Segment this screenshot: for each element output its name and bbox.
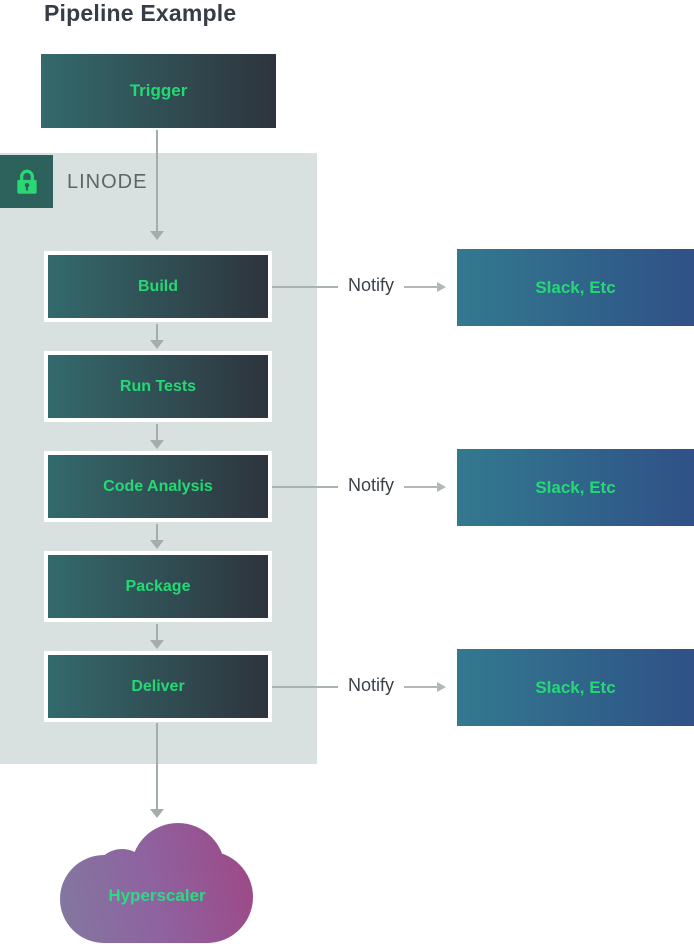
slack-label: Slack, Etc: [535, 677, 616, 697]
step-label: Deliver: [131, 677, 185, 695]
notify-connector-line: [272, 686, 338, 688]
notify-label: Notify: [347, 475, 394, 495]
page-title: Pipeline Example: [44, 0, 237, 26]
lock-badge: [0, 155, 53, 208]
step-node-code-analysis: Code Analysis: [44, 451, 272, 522]
notify-label: Notify: [347, 275, 394, 295]
arrow-deliver-to-hyperscaler: [150, 723, 164, 818]
arrow-build-to-run-tests: [150, 324, 164, 349]
notify-label: Notify: [347, 675, 394, 695]
slack-node-1: Slack, Etc: [457, 249, 694, 326]
step-node-run-tests: Run Tests: [44, 351, 272, 422]
lock-icon: [16, 169, 37, 194]
step-node-deliver: Deliver: [44, 651, 272, 722]
hyperscaler-label: Hyperscaler: [108, 886, 206, 905]
notify-connector-line: [272, 486, 338, 488]
arrow-trigger-to-build: [150, 130, 164, 240]
step-label: Package: [125, 577, 191, 595]
notify-arrow-icon: [404, 282, 446, 292]
notify-arrow-icon: [404, 682, 446, 692]
notify-arrow-icon: [404, 482, 446, 492]
trigger-node: Trigger: [41, 54, 276, 128]
step-label: Code Analysis: [103, 477, 213, 495]
arrow-code-analysis-to-package: [150, 524, 164, 549]
slack-label: Slack, Etc: [535, 477, 616, 497]
trigger-label: Trigger: [129, 81, 188, 100]
linode-label: LINODE: [67, 171, 148, 193]
slack-label: Slack, Etc: [535, 277, 616, 297]
arrow-run-tests-to-code-analysis: [150, 424, 164, 449]
step-node-package: Package: [44, 551, 272, 622]
hyperscaler-cloud-icon: [60, 823, 253, 943]
arrow-package-to-deliver: [150, 624, 164, 649]
slack-node-2: Slack, Etc: [457, 449, 694, 526]
notify-connector-line: [272, 286, 338, 288]
step-node-build: Build: [44, 251, 272, 322]
step-label: Run Tests: [119, 377, 197, 395]
step-label: Build: [138, 277, 178, 295]
slack-node-3: Slack, Etc: [457, 649, 694, 726]
